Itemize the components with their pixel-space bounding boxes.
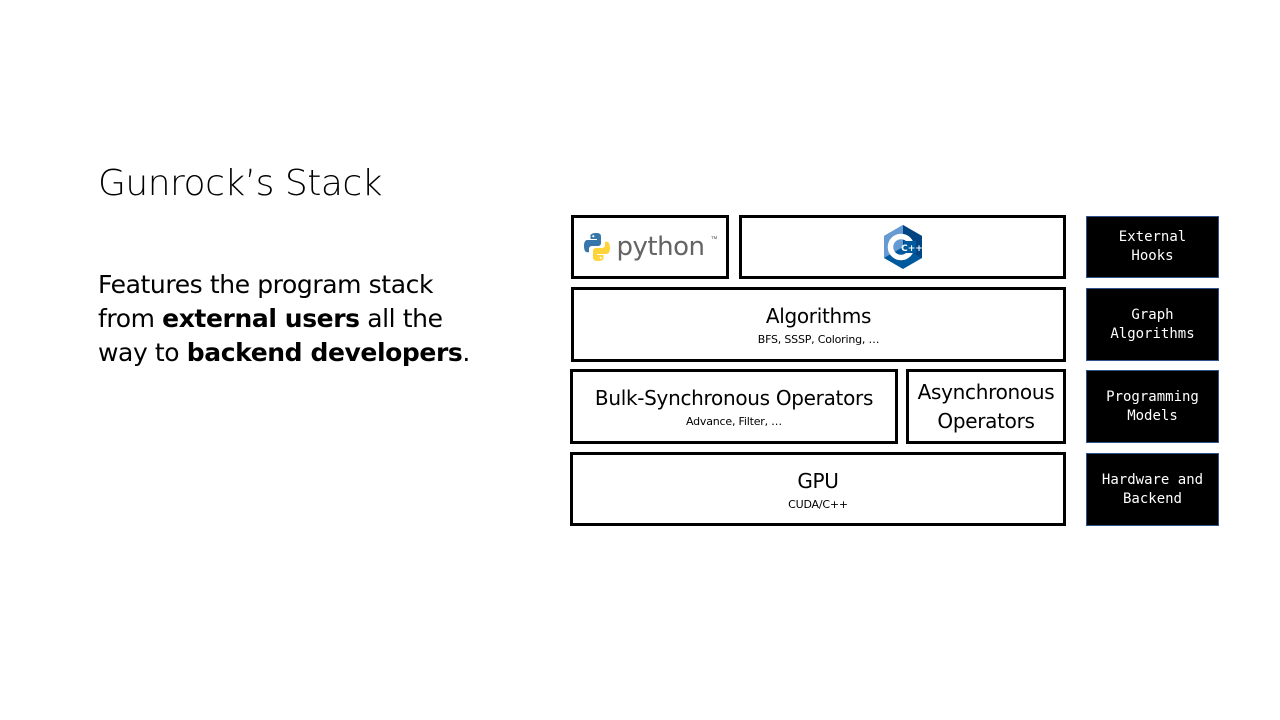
cpp-box: C++: [739, 215, 1066, 279]
layer-label-line1: External: [1118, 229, 1187, 245]
body-text-part1: Features the program stack from: [98, 270, 434, 333]
bulk-synchronous-subtitle: Advance, Filter, …: [686, 415, 782, 428]
body-text-bold-external-users: external users: [162, 304, 360, 333]
algorithms-subtitle: BFS, SSSP, Coloring, …: [757, 333, 880, 346]
asynchronous-line1: Asynchronous: [917, 380, 1055, 404]
python-box: python ™: [571, 215, 729, 279]
slide-body-text: Features the program stack from external…: [98, 268, 488, 370]
bulk-synchronous-box: Bulk-Synchronous Operators Advance, Filt…: [570, 369, 898, 444]
cpp-logo-icon: C++: [883, 225, 923, 269]
gpu-subtitle: CUDA/C++: [788, 497, 848, 511]
asynchronous-line2: Operators: [937, 409, 1035, 433]
python-logo-icon: [583, 233, 610, 261]
slide-title: Gunrock’s Stack: [98, 163, 383, 204]
bulk-synchronous-title: Bulk-Synchronous Operators: [594, 386, 874, 410]
layer-label-line1: Hardware and: [1101, 471, 1204, 488]
gpu-box: GPU CUDA/C++: [570, 452, 1066, 526]
python-trademark: ™: [710, 235, 718, 243]
body-text-bold-backend-developers: backend developers: [186, 338, 463, 367]
layer-label-line2: Algorithms: [1110, 325, 1195, 342]
layer-label-line1: Programming: [1106, 388, 1199, 405]
layer-label-line2: Hooks: [1131, 248, 1174, 264]
layer-label-line1: Graph: [1131, 306, 1174, 323]
python-logo-text: python: [616, 232, 705, 262]
asynchronous-box: Asynchronous Operators: [906, 369, 1066, 444]
algorithms-box: Algorithms BFS, SSSP, Coloring, …: [571, 287, 1066, 362]
body-text-part3: .: [462, 338, 470, 367]
python-logo: python ™: [583, 232, 718, 262]
cpp-logo-text: C++: [901, 244, 923, 254]
body-text-part2: all the way to: [98, 304, 443, 367]
layer-label-line2: Models: [1127, 407, 1178, 424]
layer-label-line2: Backend: [1122, 490, 1182, 507]
algorithms-title: Algorithms: [765, 304, 872, 328]
gpu-title: GPU: [797, 468, 839, 493]
